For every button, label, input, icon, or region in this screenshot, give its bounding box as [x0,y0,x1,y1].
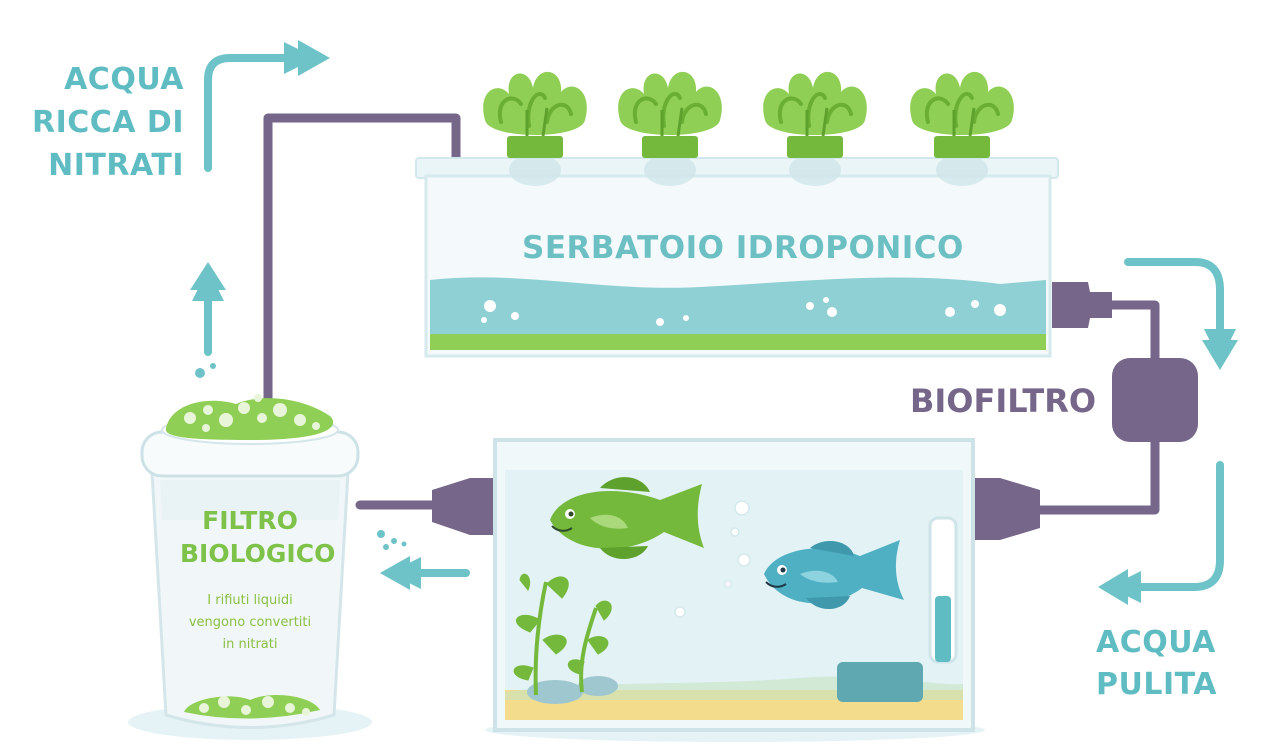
aquarium [485,438,985,742]
pump-icon [1112,358,1198,442]
bio-filter-description-line: vengono convertiti [188,615,312,630]
nitrate-water-label-line: RICCA DI [31,105,184,140]
bio-filter-cup [128,394,372,740]
nitrate-water-label: ACQUA RICCA DI NITRATI [28,58,184,187]
flow-arrow-icon [204,42,316,172]
arrow-heads [190,40,1238,605]
flow-arrow-icon [1109,461,1224,603]
clean-water-label-line: ACQUA [1096,625,1216,660]
fish-icon [550,477,704,560]
biofilter-label: BIOFILTRO [910,382,1097,420]
bio-filter-label-line: FILTRO [202,506,298,535]
flow-arrows [192,42,1236,603]
aquatic-plant-icon [513,573,612,696]
flow-arrow-icon [1124,258,1236,361]
pipe-filter-to-tank [263,113,461,405]
clean-water-label: ACQUA PULITA [1096,622,1217,706]
nitrate-water-label-line: ACQUA [64,62,184,97]
fish-icon [764,540,904,610]
bio-filter-label: FILTRO BIOLOGICO [180,504,336,570]
bio-filter-description: I rifiuti liquidi vengono convertiti in … [170,590,330,656]
bio-filter-description-line: I rifiuti liquidi [207,593,293,608]
hydroponic-tank-label: SERBATOIO IDROPONICO [522,230,964,266]
bio-filter-label-line: BIOLOGICO [180,539,336,568]
connector-aquarium-right [972,478,1040,540]
pipe-biofilter-to-aquarium [1035,435,1160,515]
connector-aquarium-left [432,478,500,535]
clean-water-label-line: PULITA [1096,667,1217,702]
nitrate-water-label-line: NITRATI [48,148,184,183]
hydroponic-tank [415,157,1059,358]
bio-filter-description-line: in nitrati [222,637,278,652]
connector-tank-right [1052,282,1112,328]
